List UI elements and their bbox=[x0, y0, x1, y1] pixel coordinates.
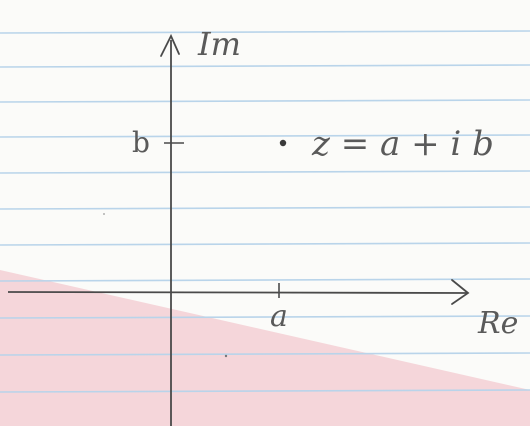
ruled-lines bbox=[0, 30, 530, 393]
point-z bbox=[279, 139, 287, 147]
stray-mark bbox=[103, 213, 105, 215]
real-axis bbox=[7, 291, 469, 294]
b-label: b bbox=[132, 126, 150, 159]
real-axis-arrowhead bbox=[451, 279, 470, 305]
equation-label: z = a + i b bbox=[311, 124, 494, 164]
real-axis-label: Re bbox=[477, 306, 518, 341]
imaginary-axis-arrowhead bbox=[160, 33, 180, 57]
imaginary-axis-label: Im bbox=[197, 25, 241, 63]
pink-shadow-band bbox=[0, 270, 530, 426]
a-label: a bbox=[270, 299, 288, 334]
stray-mark bbox=[224, 354, 228, 358]
